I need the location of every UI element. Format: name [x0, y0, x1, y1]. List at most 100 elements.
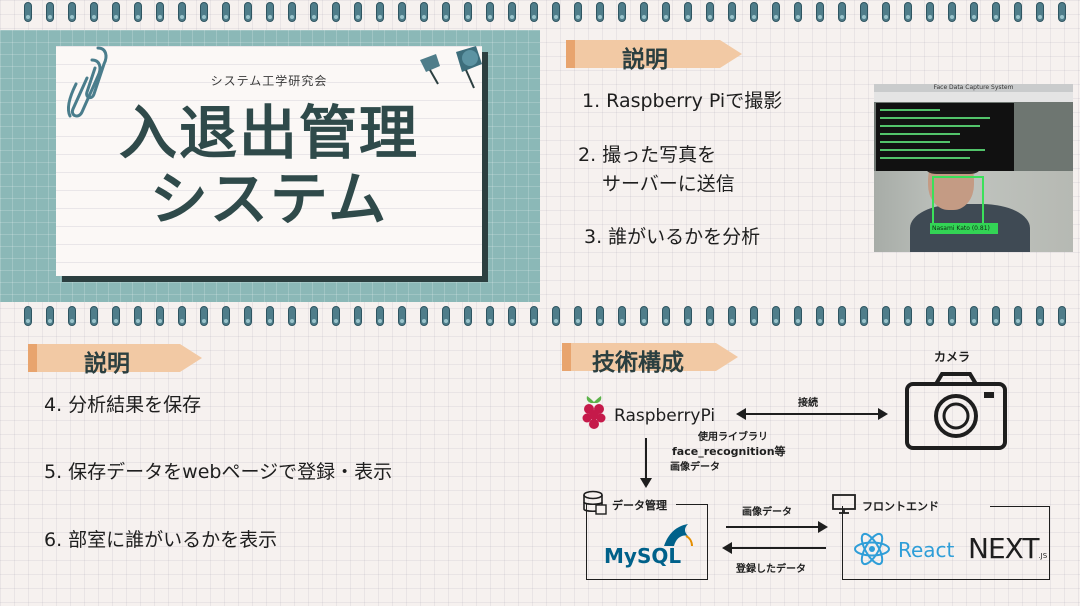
spiral-ring	[464, 2, 472, 22]
camera-preview-image: Nasami Kato (0.81) Face Data Capture Sys…	[874, 84, 1073, 252]
spiral-ring	[1058, 2, 1066, 22]
spiral-ring	[706, 2, 714, 22]
top-spiral-rings	[0, 2, 1080, 26]
react-logo-icon	[854, 532, 890, 566]
spiral-ring	[816, 306, 824, 326]
connection-label: 接続	[798, 398, 818, 409]
spiral-ring	[508, 306, 516, 326]
step-6: 6. 部室に誰がいるかを表示	[44, 529, 278, 551]
database-icon	[583, 490, 607, 515]
arrow-head-right	[878, 408, 888, 420]
spiral-ring	[266, 306, 274, 326]
libs-label: 使用ライブラリ	[698, 432, 768, 443]
heading-ribbon-mark	[28, 344, 37, 372]
spiral-ring	[24, 2, 32, 22]
spiral-ring	[398, 2, 406, 22]
section-heading-explanation-2: 説明	[84, 351, 130, 377]
data-management-label: データ管理	[612, 499, 667, 512]
registered-data-arrow-line	[730, 547, 826, 549]
spiral-ring	[926, 306, 934, 326]
spiral-ring	[750, 2, 758, 22]
frontend-label: フロントエンド	[862, 500, 939, 513]
spiral-ring	[684, 2, 692, 22]
spiral-ring	[992, 306, 1000, 326]
spiral-ring	[486, 306, 494, 326]
spiral-ring	[882, 2, 890, 22]
spiral-ring	[156, 306, 164, 326]
spiral-ring	[618, 2, 626, 22]
raspberry-pi-icon	[582, 396, 606, 429]
section-heading-explanation-1: 説明	[622, 47, 668, 73]
spiral-ring	[178, 2, 186, 22]
spiral-ring	[794, 2, 802, 22]
step-4: 4. 分析結果を保存	[44, 394, 202, 416]
monitor-icon	[832, 494, 856, 514]
spiral-ring	[354, 2, 362, 22]
spiral-ring	[244, 306, 252, 326]
push-pin-icon	[420, 46, 482, 89]
camera-icon	[905, 372, 1007, 450]
spiral-ring	[24, 306, 32, 326]
club-name: システム工学研究会	[210, 74, 328, 88]
spiral-ring	[574, 306, 582, 326]
spiral-ring	[420, 306, 428, 326]
spiral-ring	[530, 306, 538, 326]
spiral-ring	[904, 306, 912, 326]
spiral-ring	[1036, 306, 1044, 326]
spiral-ring	[882, 306, 890, 326]
spiral-ring	[68, 306, 76, 326]
next-js-logo: NEXT.JS	[968, 532, 1048, 565]
spiral-ring	[508, 2, 516, 22]
step-3: 3. 誰がいるかを分析	[584, 226, 761, 248]
spiral-ring	[596, 306, 604, 326]
spiral-ring	[1036, 2, 1044, 22]
spiral-ring	[992, 2, 1000, 22]
step-2-line-2: サーバーに送信	[602, 173, 735, 195]
spiral-ring	[772, 306, 780, 326]
spiral-ring	[750, 306, 758, 326]
spiral-ring	[860, 2, 868, 22]
spiral-ring	[90, 306, 98, 326]
image-data-arrow-line	[726, 526, 820, 528]
spiral-ring	[1014, 306, 1022, 326]
spiral-ring	[222, 306, 230, 326]
spiral-ring	[574, 2, 582, 22]
spiral-ring	[552, 306, 560, 326]
spiral-ring	[816, 2, 824, 22]
spiral-ring	[794, 306, 802, 326]
spiral-ring	[46, 2, 54, 22]
spiral-ring	[288, 306, 296, 326]
image-data-arrow-head	[818, 521, 828, 533]
spiral-ring	[948, 306, 956, 326]
spiral-ring	[662, 306, 670, 326]
spiral-ring	[266, 2, 274, 22]
camera-window-titlebar: Face Data Capture System	[874, 84, 1073, 92]
frontend-frame-top-edge	[990, 506, 1050, 507]
camera-window-toolbar	[874, 92, 1073, 102]
step-5: 5. 保存データをwebページで登録・表示	[44, 461, 393, 483]
spiral-ring	[662, 2, 670, 22]
spiral-ring	[684, 306, 692, 326]
title-card	[56, 46, 482, 276]
heading-ribbon	[562, 343, 738, 371]
heading-ribbon	[28, 344, 202, 372]
mysql-frame	[586, 504, 708, 580]
paperclip-icon	[66, 58, 102, 118]
spiral-ring	[728, 306, 736, 326]
spiral-ring	[134, 2, 142, 22]
down-arrow-line	[645, 438, 647, 480]
paperclip-icon	[85, 46, 108, 100]
spiral-ring	[728, 2, 736, 22]
face-recognition-label: Nasami Kato (0.81)	[930, 223, 998, 234]
mysql-frame-top-edge	[676, 504, 708, 505]
spiral-ring	[530, 2, 538, 22]
spiral-ring	[970, 306, 978, 326]
spiral-ring	[442, 2, 450, 22]
libs-image-data-label: 画像データ	[670, 462, 720, 473]
image-data-label: 画像データ	[742, 507, 792, 518]
registered-data-label: 登録したデータ	[736, 564, 806, 575]
mysql-logo: MySQL	[604, 544, 682, 568]
spiral-ring	[376, 2, 384, 22]
spiral-ring	[464, 306, 472, 326]
spiral-ring	[970, 2, 978, 22]
